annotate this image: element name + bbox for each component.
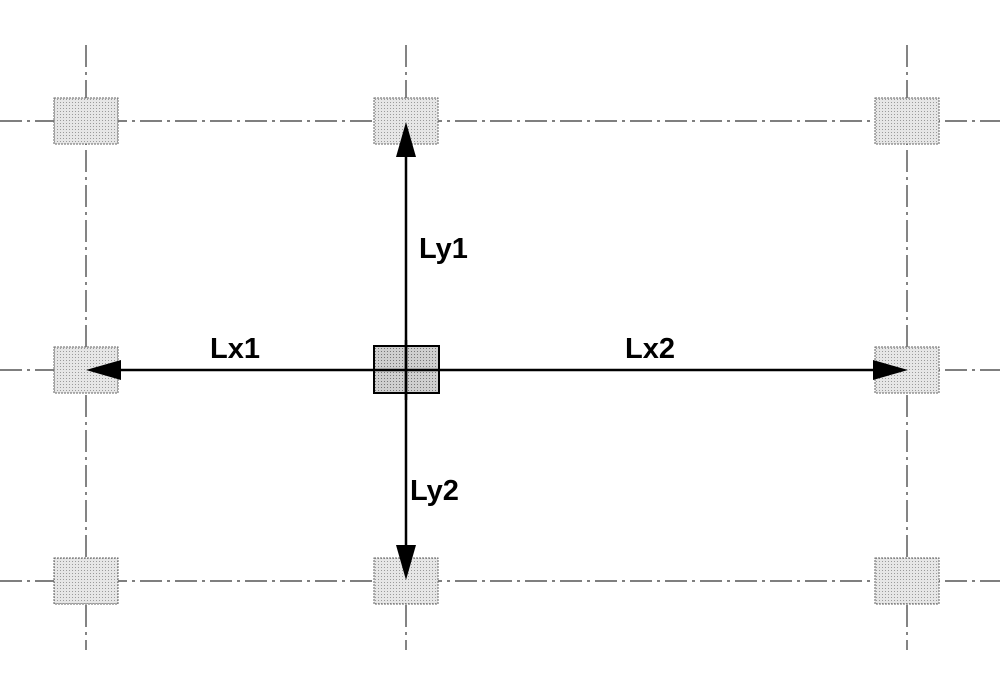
column-top-left: [53, 97, 119, 145]
label-ly1: Ly1: [419, 233, 468, 265]
dimension-arrows: [86, 122, 908, 580]
label-lx2: Lx2: [625, 333, 675, 365]
columns: [53, 97, 940, 605]
column-bottom-left: [53, 557, 119, 605]
column-bottom-right: [874, 557, 940, 605]
grid-axes: [0, 45, 1000, 650]
arrowhead-left-icon: [86, 360, 121, 380]
column-top-right: [874, 97, 940, 145]
label-lx1: Lx1: [210, 333, 260, 365]
column-bottom-center: [373, 557, 439, 605]
arrowhead-down-icon: [396, 545, 416, 580]
arrowhead-right-icon: [873, 360, 908, 380]
arrowhead-up-icon: [396, 122, 416, 157]
label-ly2: Ly2: [410, 475, 459, 507]
